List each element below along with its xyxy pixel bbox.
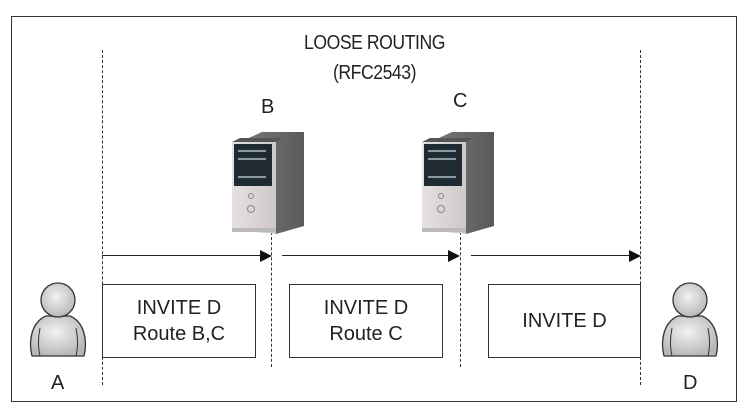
node-a-label: A [51,372,65,394]
node-c-label: C [453,90,468,112]
message-2-line2: Route C [329,323,403,345]
node-b-label: B [261,96,275,118]
lifeline-b [271,232,272,367]
message-box-1: INVITE D Route B,C [102,284,256,358]
arrowhead-icon [629,250,641,262]
message-box-3: INVITE D [488,284,641,358]
arrow-a-to-b [102,255,262,256]
arrowhead-icon [260,250,272,262]
lifeline-d [640,50,641,385]
diagram-title: LOOSE ROUTING [304,32,445,54]
user-a-icon [29,282,87,357]
node-d-label: D [683,372,698,394]
diagram-frame [11,16,737,402]
lifeline-a [102,50,103,385]
message-box-2: INVITE D Route C [289,284,443,358]
arrowhead-icon [448,250,460,262]
server-b-icon [232,132,304,234]
diagram-subtitle: (RFC2543) [332,62,417,84]
message-1-line1: INVITE D [136,297,222,319]
user-d-icon [661,282,719,357]
arrow-b-to-c [282,255,450,256]
message-2-line1: INVITE D [323,297,409,319]
server-c-icon [422,132,494,234]
arrow-c-to-d [471,255,631,256]
lifeline-c [460,232,461,367]
message-3-line1: INVITE D [522,310,607,332]
message-1-line2: Route B,C [132,323,226,345]
